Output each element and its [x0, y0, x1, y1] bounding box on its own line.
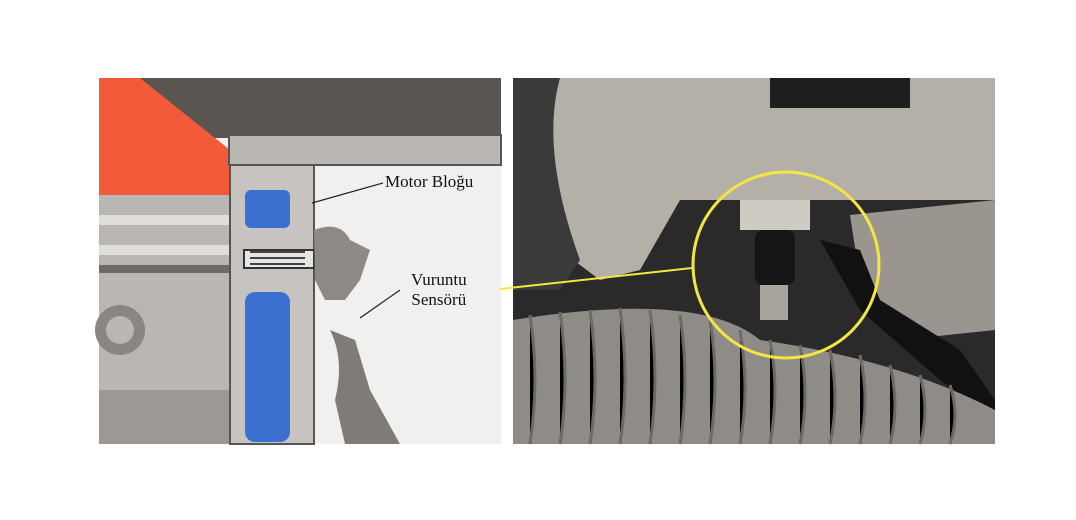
knock-sensor-drawing — [314, 226, 370, 300]
engine-cross-section-illustration — [95, 78, 502, 445]
combustion-chamber — [99, 78, 230, 195]
leader-line — [499, 267, 693, 290]
coolant-passage-lower — [245, 292, 290, 442]
knock-sensor-photo — [755, 230, 795, 285]
knock-sensor-label-line1: Vuruntu — [411, 270, 467, 289]
highlight-circle — [691, 170, 881, 360]
engine-block-label: Motor Bloğu — [385, 172, 474, 191]
knock-sensor-label: Vuruntu Sensörü — [411, 270, 467, 310]
coolant-passage-upper — [245, 190, 290, 228]
knock-sensor-label-line2: Sensörü — [411, 290, 467, 309]
engine-photo — [513, 78, 995, 445]
